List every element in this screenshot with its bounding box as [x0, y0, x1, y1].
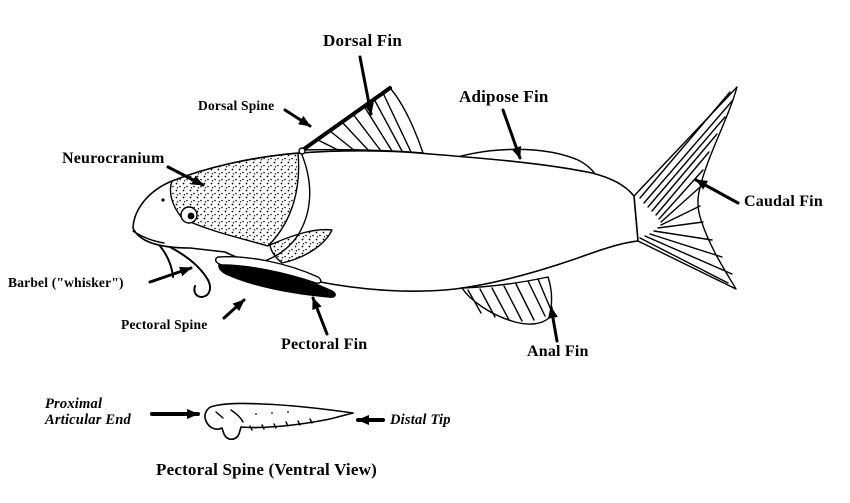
arrow-dorsal-fin	[358, 55, 374, 116]
label-pectoral-fin: Pectoral Fin	[281, 336, 368, 353]
nostril	[161, 198, 165, 202]
label-distal-tip: Distal Tip	[390, 412, 451, 428]
dorsal-spine-shape	[302, 86, 392, 151]
label-dorsal-fin: Dorsal Fin	[323, 31, 402, 50]
arrow-neurocranium	[166, 165, 205, 187]
label-neurocranium: Neurocranium	[62, 150, 165, 167]
arrow-pectoral-spine	[222, 298, 246, 320]
eye	[180, 206, 198, 224]
label-adipose-fin: Adipose Fin	[459, 87, 549, 106]
label-dorsal-spine: Dorsal Spine	[198, 98, 275, 113]
inset-caption: Pectoral Spine (Ventral View)	[156, 460, 377, 479]
pointer-arrows	[148, 55, 740, 425]
arrow-caudal-fin	[694, 178, 740, 205]
label-proximal-articular-end: Proximal Articular End	[45, 396, 132, 429]
arrow-dorsal-spine	[283, 108, 312, 128]
label-pectoral-spine: Pectoral Spine	[121, 317, 208, 332]
arrow-adipose-fin	[501, 108, 522, 160]
arrow-barbel	[148, 266, 193, 284]
dorsal-fin-shape	[298, 86, 424, 155]
mouth-line	[132, 230, 165, 244]
arrow-anal-fin	[547, 305, 559, 343]
label-anal-fin: Anal Fin	[527, 343, 589, 360]
caudal-fin-shape	[633, 86, 738, 290]
pectoral-spine-shape	[214, 255, 322, 284]
pectoral-spine-illustration	[204, 402, 354, 441]
label-barbel: Barbel ("whisker")	[8, 275, 124, 290]
arrow-pectoral-fin	[311, 296, 329, 336]
pectoral-fin-shape	[214, 255, 336, 298]
label-caudal-fin: Caudal Fin	[744, 193, 823, 210]
